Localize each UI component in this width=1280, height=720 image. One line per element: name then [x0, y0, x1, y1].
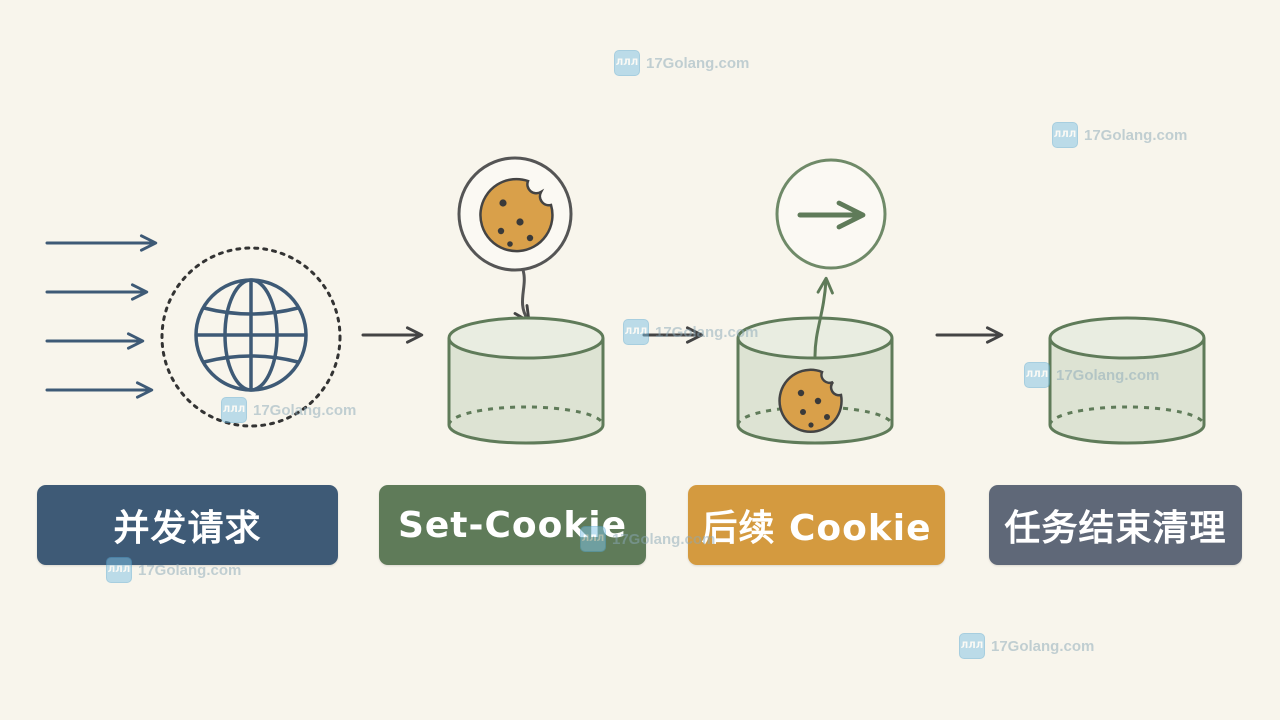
- step-label-set-cookie: Set-Cookie: [379, 485, 646, 565]
- insert-arrow: [513, 268, 531, 323]
- empty-jar-icon: [1048, 316, 1206, 445]
- cookie-badge-icon: [457, 156, 573, 272]
- jar-with-cookie-icon: [447, 316, 605, 445]
- incoming-arrows-icon: [45, 234, 158, 399]
- extract-arrow: [813, 276, 834, 358]
- arrow-badge-icon: [775, 158, 887, 270]
- step-label-task-cleanup: 任务结束清理: [989, 485, 1242, 565]
- cookie-icon: [778, 368, 843, 434]
- globe-icon: [160, 246, 342, 428]
- step-label-subsequent-cookie: 后续 Cookie: [688, 485, 945, 565]
- step-label-concurrent-requests: 并发请求: [37, 485, 338, 565]
